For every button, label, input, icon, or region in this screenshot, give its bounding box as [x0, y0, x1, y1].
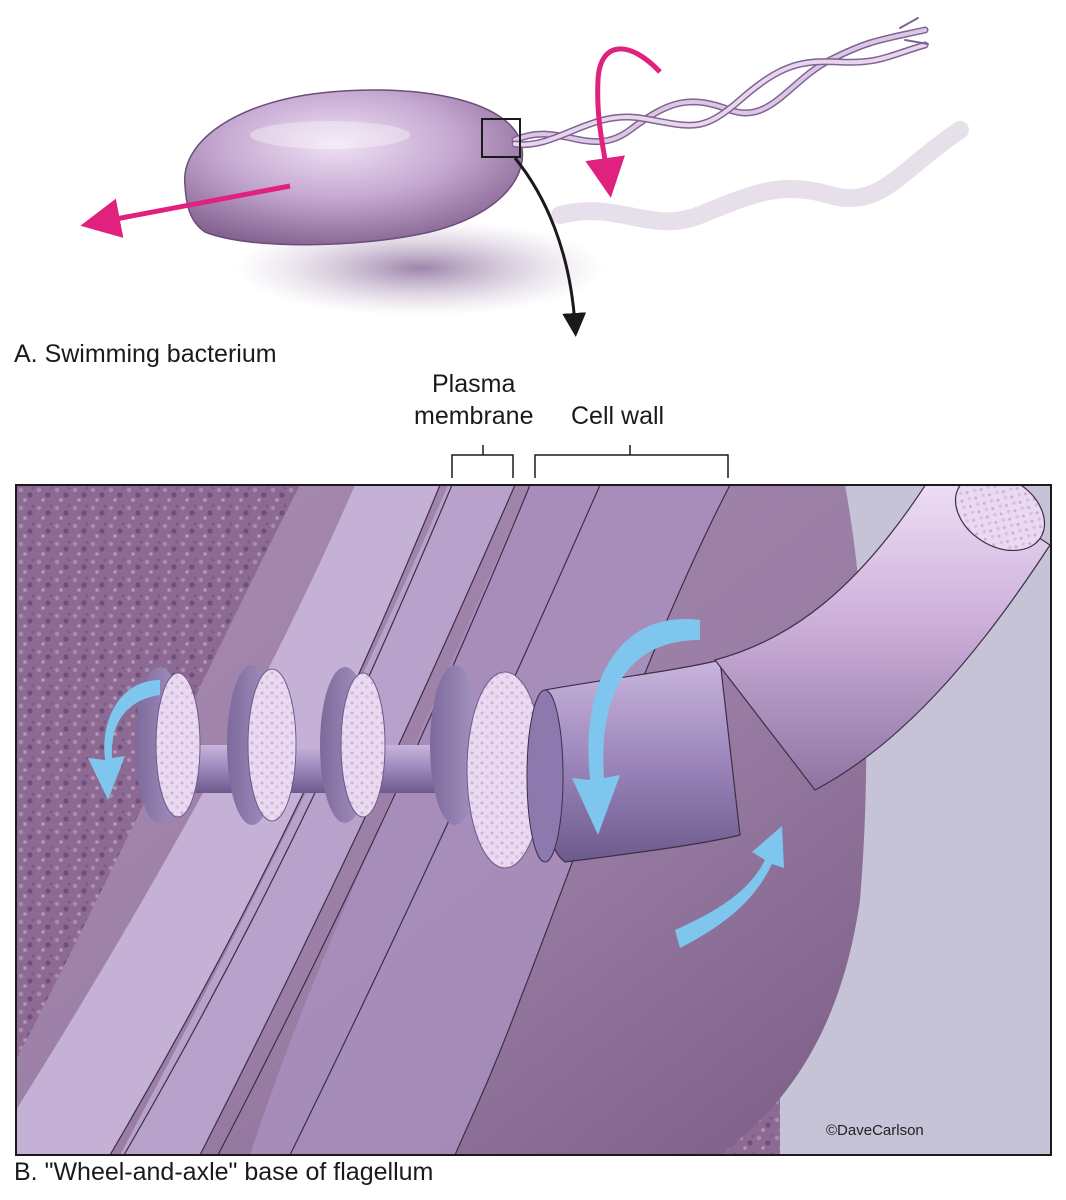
plasma-membrane-bracket — [451, 445, 514, 478]
bacterium-body — [184, 89, 524, 246]
plasma-membrane-label-line1: Plasma — [432, 370, 516, 398]
rotation-arrows — [88, 619, 784, 948]
rotation-arrow — [585, 46, 662, 198]
cell-rotation-arrow — [675, 826, 784, 948]
bacterium-highlight — [250, 121, 410, 149]
plasma-membrane-label-line2: membrane — [414, 402, 534, 430]
filament — [713, 485, 1051, 791]
plasma-membrane-band — [120, 485, 515, 1155]
panel-b-frame — [15, 484, 1052, 1156]
credit-text: ©DaveCarlson — [826, 1122, 924, 1139]
panel-a-caption: A. Swimming bacterium — [14, 340, 277, 368]
inner-band — [16, 485, 440, 1155]
panel-a-bacterium — [80, 17, 969, 337]
zoom-arrow — [513, 157, 587, 337]
flagellum-helix — [511, 17, 929, 149]
panel-b-caption: B. "Wheel-and-axle" base of flagellum — [14, 1158, 434, 1186]
flagellum-shadow — [551, 121, 969, 231]
hook — [535, 659, 741, 863]
cell-wall-bracket — [534, 445, 729, 478]
left-rotation-arrow — [88, 680, 160, 800]
direction-arrow — [80, 183, 291, 238]
panel-b-motor — [15, 484, 1052, 1156]
cell-wall-label: Cell wall — [571, 402, 665, 430]
rotor-rings — [135, 665, 544, 869]
hook-rotation-arrow — [572, 619, 700, 835]
filament-opening — [954, 485, 1046, 552]
label-brackets — [451, 445, 729, 478]
zoom-box — [481, 118, 521, 158]
